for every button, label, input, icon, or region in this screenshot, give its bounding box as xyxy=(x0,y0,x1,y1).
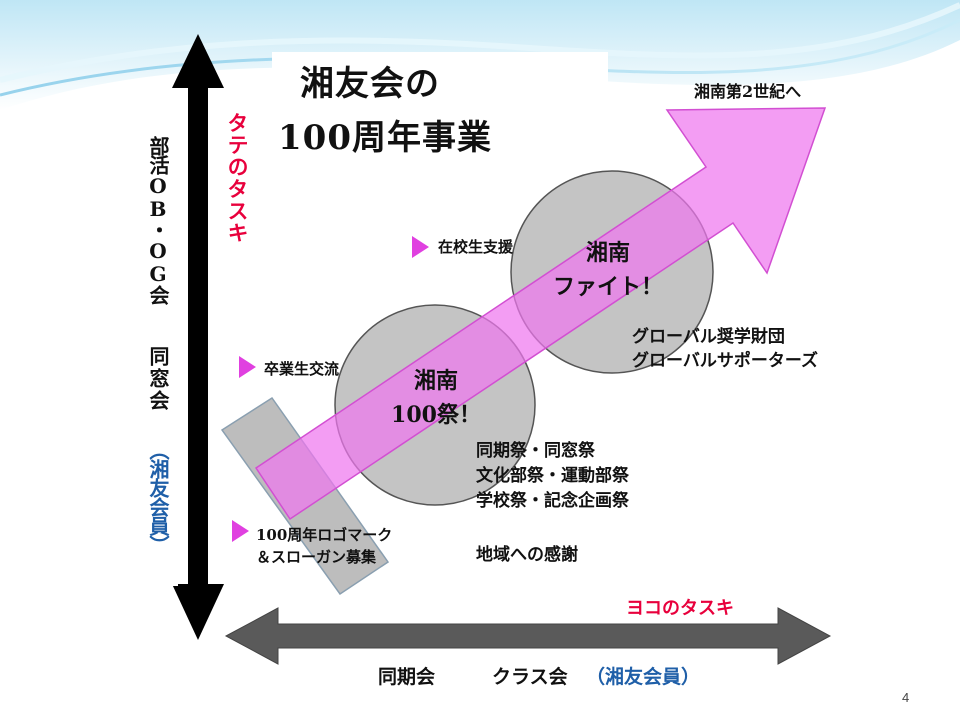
circle-fight-line1: 湘南 xyxy=(585,240,630,266)
bottom-panel xyxy=(366,656,730,694)
note-festivals-line1: 同期祭・同窓祭 xyxy=(476,441,595,461)
bullet-arrow-icon xyxy=(412,236,429,258)
vertical-axis-shaft xyxy=(188,70,208,590)
page-title-line2: 100周年事業 xyxy=(278,118,492,158)
header-wave-line-2 xyxy=(0,2,960,83)
note-festivals-line3: 学校祭・記念企画祭 xyxy=(476,491,629,511)
circle-100sai-line2: 100祭！ xyxy=(391,402,481,428)
note-festivals-line2: 文化部祭・運動部祭 xyxy=(476,466,629,486)
arrow-target-label: 湘南第2世紀へ xyxy=(694,82,802,101)
bottom-panel-member-note: （湘友会員） xyxy=(586,666,701,688)
horizontal-axis-label: ヨコのタスキ xyxy=(626,598,734,619)
circle-fight-line2: ファイト！ xyxy=(552,274,663,300)
bottom-panel-class-year: 同期会 xyxy=(378,666,436,688)
bullet-arrow-icon xyxy=(232,520,249,542)
note-global-line2: グローバルサポーターズ xyxy=(632,351,818,371)
bottom-panel-class-group: クラス会 xyxy=(492,666,568,688)
vertical-axis-label: タテのタスキ xyxy=(225,112,250,244)
page-number: 4 xyxy=(902,690,910,705)
left-panel-member-note: （湘友会員） xyxy=(146,440,170,554)
bullet-graduate-exchange: 卒業生交流 xyxy=(264,360,340,378)
circle-100sai-label: 湘南 100祭！ xyxy=(376,364,496,432)
vertical-axis-head-top xyxy=(172,34,224,88)
left-panel-club-alumni: 部活OB・OG会 xyxy=(146,136,170,304)
page-title-line1: 湘友会の xyxy=(300,64,440,104)
note-community: 地域への感謝 xyxy=(476,545,578,565)
left-panel-alumni-association: 同窓会 xyxy=(146,346,170,412)
bullet-student-support: 在校生支援 xyxy=(438,238,514,256)
horizontal-axis-arrow xyxy=(224,607,832,665)
bullet-arrow-icon xyxy=(239,356,256,378)
big-growth-arrow xyxy=(254,107,827,521)
bullet-logo-slogan-line1: 100周年ロゴマーク xyxy=(256,526,393,544)
circle-100sai-line1: 湘南 xyxy=(413,368,458,394)
title-background xyxy=(272,52,608,136)
vertical-axis-head-bottom xyxy=(172,584,224,640)
note-global-line1: グローバル奨学財団 xyxy=(632,327,785,347)
circle-fight-label: 湘南 ファイト！ xyxy=(548,236,668,304)
left-panel xyxy=(132,128,178,586)
bullet-logo-slogan-line2: ＆スローガン募集 xyxy=(256,548,377,566)
